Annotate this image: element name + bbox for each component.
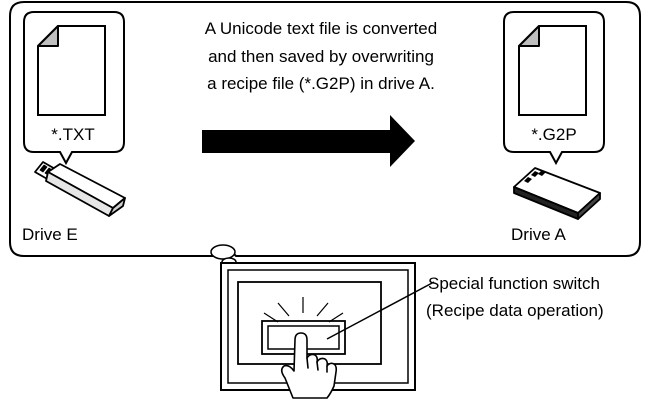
switch-label-line-2: (Recipe data operation) [426,301,604,320]
switch-label-line-1: Special function switch [428,274,600,293]
usb-flash-drive-icon [34,161,126,217]
pointing-hand-icon [280,332,338,399]
caption-line-2: and then saved by overwriting [208,47,434,66]
caption-line-3: a recipe file (*.G2P) in drive A. [207,74,435,93]
switch-leader-line [326,281,435,340]
source-file-label: *.TXT [51,125,94,144]
source-drive-label: Drive E [22,225,78,244]
destination-file-label: *.G2P [531,125,576,144]
document-icon [518,25,587,116]
destination-file-bubble: *.G2P [503,11,605,166]
press-glow-rays [263,297,344,323]
caption-line-1: A Unicode text file is converted [205,19,437,38]
sd-card-icon [513,167,601,220]
destination-drive-label: Drive A [511,225,566,244]
conversion-arrow [202,115,415,167]
callout-bubble-large [210,244,236,260]
document-icon [37,25,106,116]
source-file-bubble: *.TXT [23,11,125,166]
